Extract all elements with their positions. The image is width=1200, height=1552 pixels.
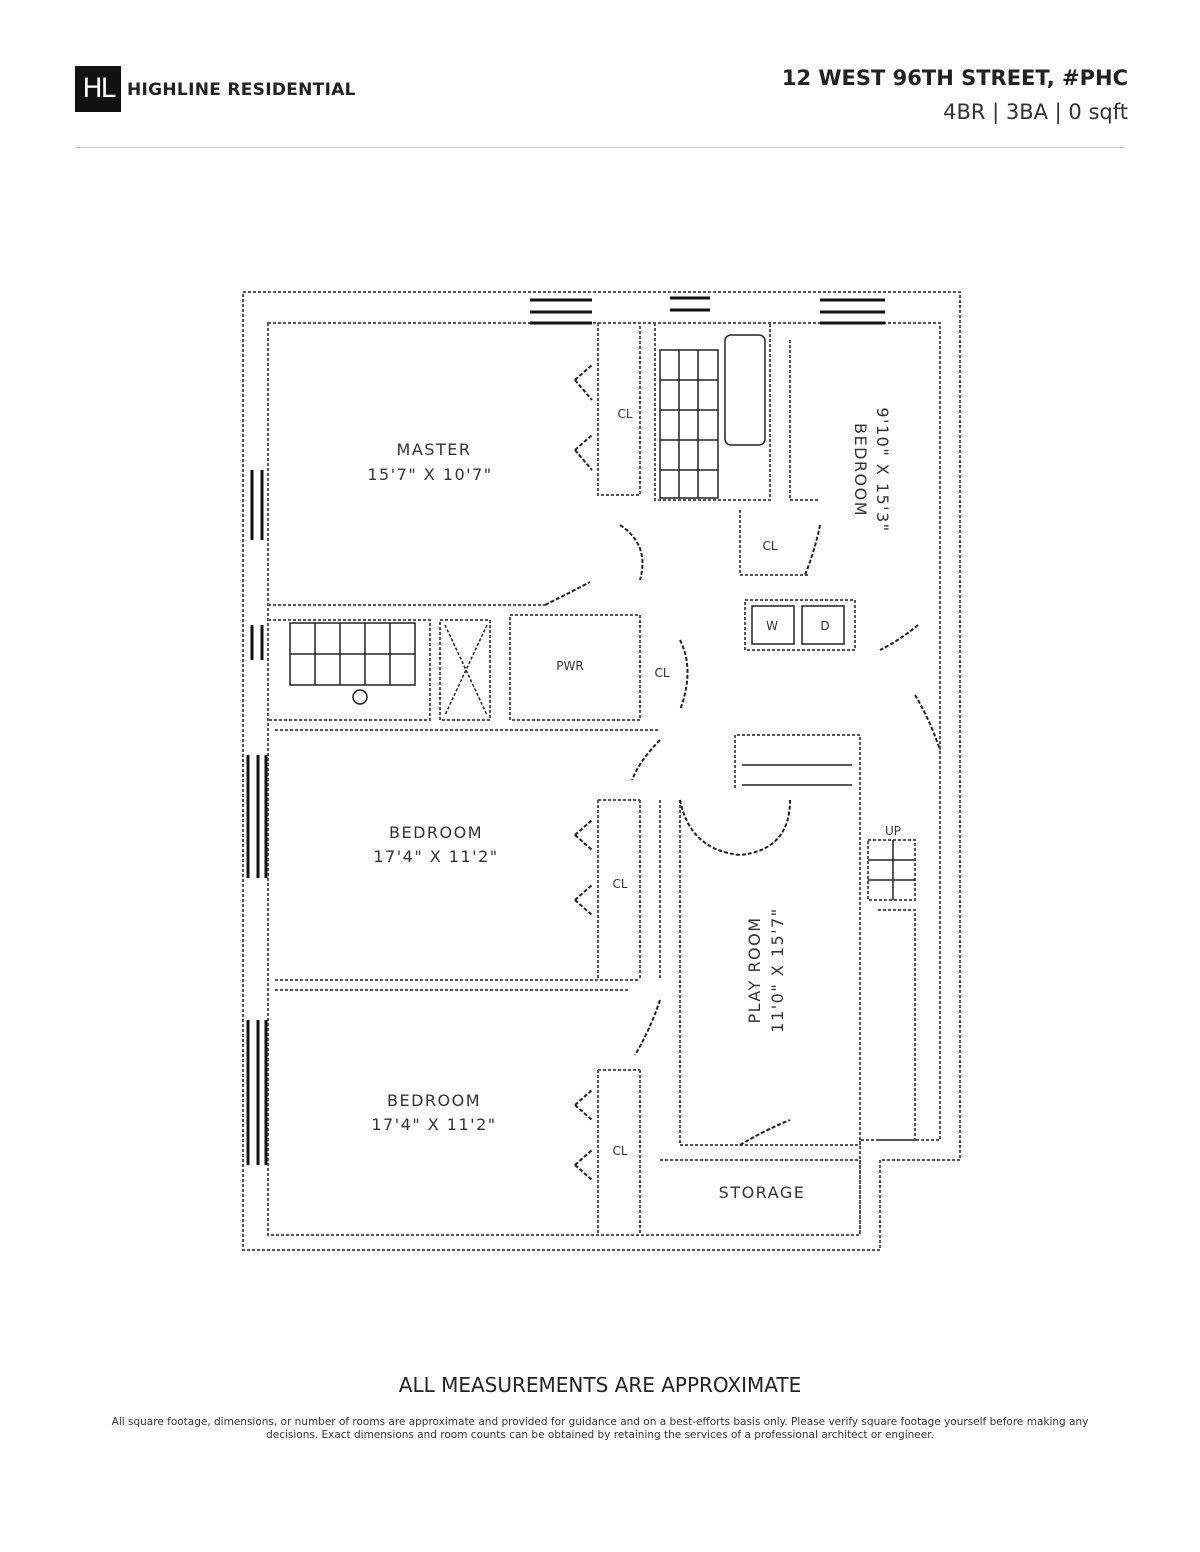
door-swing-11	[574, 884, 593, 916]
toilet-icon	[352, 689, 368, 705]
wall-bedroom-right	[789, 340, 820, 501]
window-left-1	[250, 470, 264, 540]
door-swing-10	[574, 819, 593, 851]
door-swing-5	[679, 639, 689, 711]
door-swing-15	[739, 1119, 791, 1146]
washer-label: W	[766, 619, 778, 633]
brand-name: HIGHLINE RESIDENTIAL	[127, 80, 356, 100]
closet-x	[444, 624, 488, 716]
wall-bedroom3-closet	[597, 1069, 641, 1235]
window-left-3	[246, 755, 268, 878]
door-swing-16	[804, 524, 821, 576]
door-swing-13	[574, 1089, 593, 1121]
brand-logo: HL	[75, 66, 121, 112]
closet-label-3: CL	[654, 666, 669, 680]
wall-closet-x	[439, 619, 491, 721]
room-bedroom1-dims: 9'10" X 15'3"	[873, 407, 892, 532]
shelf-lines	[742, 764, 852, 786]
stairs-treads	[868, 840, 915, 900]
room-bedroom2-dims: 17'4" X 11'2"	[373, 847, 498, 866]
door-swing-3	[619, 524, 644, 581]
wall-bath-top	[654, 323, 771, 501]
bath-tiles-top	[659, 349, 719, 499]
room-bedroom2-name: BEDROOM	[389, 823, 483, 842]
wall-pwr	[509, 614, 641, 721]
listing-specs: 4BR | 3BA | 0 sqft	[943, 100, 1128, 124]
closet-label-1: CL	[617, 407, 632, 421]
door-swing-1	[574, 364, 593, 401]
room-bedroom1-name: BEDROOM	[851, 423, 870, 517]
inner-wall	[267, 322, 941, 1236]
door-swing-8	[631, 739, 661, 781]
door-swing-7	[914, 694, 941, 751]
stairs-up-label: UP	[885, 824, 901, 838]
door-swing-6	[879, 624, 919, 651]
bathtub-top	[724, 334, 766, 446]
wall-master-closet	[597, 323, 641, 496]
wall-hall-bath	[268, 619, 431, 721]
window-top-1	[530, 298, 592, 325]
door-swing-2	[574, 434, 593, 471]
room-master-dims: 15'7" X 10'7"	[367, 465, 492, 484]
outer-wall	[242, 291, 961, 1251]
disclaimer-text: All square footage, dimensions, or numbe…	[111, 1416, 1089, 1441]
closet-label-2: CL	[762, 539, 777, 553]
wall-bedroom2-closet	[597, 799, 641, 980]
door-swing-14	[574, 1149, 593, 1181]
closet-label-4: CL	[612, 877, 627, 891]
room-storage-name: STORAGE	[719, 1183, 806, 1202]
room-bedroom3-name: BEDROOM	[387, 1091, 481, 1110]
room-playroom-dims: 11'0" X 15'7"	[768, 907, 787, 1032]
room-bedroom3-dims: 17'4" X 11'2"	[371, 1115, 496, 1134]
window-top-2	[670, 296, 710, 312]
washer-icon	[751, 605, 795, 645]
room-playroom-name: PLAY ROOM	[745, 916, 764, 1023]
wall-stairs	[867, 839, 916, 1141]
listing-address: 12 WEST 96TH STREET, #PHC	[781, 66, 1128, 90]
window-top-3	[820, 298, 885, 325]
door-swing-4	[544, 581, 591, 606]
measurements-note: ALL MEASUREMENTS ARE APPROXIMATE	[398, 1373, 802, 1397]
wall-playroom	[679, 734, 861, 1146]
door-swing-9	[679, 799, 791, 857]
pwr-label: PWR	[556, 659, 583, 673]
door-swing-12	[634, 999, 661, 1056]
window-left-2	[250, 625, 264, 660]
window-left-4	[246, 1020, 268, 1165]
room-master-name: MASTER	[397, 440, 472, 459]
dryer-label: D	[820, 619, 829, 633]
dryer-icon	[801, 605, 845, 645]
header-divider	[75, 147, 1125, 148]
wall-laundry	[744, 599, 856, 651]
wall-storage	[660, 1159, 861, 1235]
wall-bedroom-cl	[739, 510, 810, 576]
closet-label-5: CL	[612, 1144, 627, 1158]
